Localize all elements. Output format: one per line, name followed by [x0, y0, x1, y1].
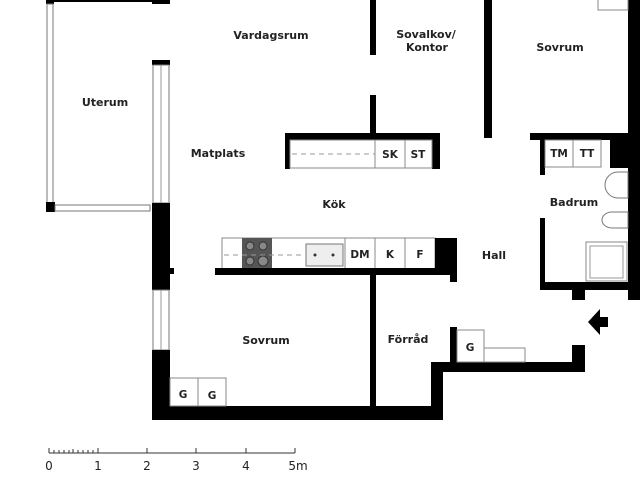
room-label-hall: Hall — [482, 249, 506, 262]
wall — [540, 282, 640, 290]
wardrobe-g — [169, 377, 199, 407]
burner — [257, 255, 269, 267]
shower-icon — [585, 241, 628, 282]
wall — [152, 350, 170, 420]
wall — [285, 133, 290, 169]
wall — [152, 203, 170, 290]
scale-major-ticks — [48, 448, 296, 453]
label-tm: TM — [550, 148, 568, 160]
scale-bar: 0 1 2 3 4 5m — [45, 448, 308, 473]
wardrobe — [597, 0, 629, 11]
drain — [313, 253, 317, 257]
wall — [46, 0, 54, 4]
sink-icon — [604, 171, 629, 199]
wall — [628, 0, 640, 300]
label-k: K — [386, 249, 395, 261]
appliance-tt — [572, 139, 602, 168]
entrance-arrow-icon — [588, 309, 608, 335]
label-g: G — [179, 389, 188, 401]
cabinet-st — [404, 139, 433, 169]
appliance-f — [404, 237, 436, 270]
label-g: G — [208, 390, 217, 402]
window — [46, 3, 54, 205]
burner — [245, 256, 255, 266]
wall — [530, 133, 640, 140]
wall — [540, 140, 545, 175]
burner — [258, 241, 268, 251]
label-st: ST — [411, 149, 427, 161]
wall — [450, 327, 457, 363]
label-f: F — [416, 249, 423, 261]
label-tt: TT — [580, 148, 595, 160]
label-dm: DM — [350, 249, 369, 261]
wall — [370, 0, 376, 55]
scale-label: 5m — [288, 459, 307, 473]
wall — [432, 133, 440, 169]
wall — [484, 0, 492, 138]
room-label-sovrum: Sovrum — [242, 334, 289, 347]
toilet-icon — [601, 211, 629, 229]
room-label-badrum: Badrum — [550, 196, 598, 209]
wardrobe-g — [456, 329, 485, 363]
wall — [370, 275, 376, 410]
sink-icon — [305, 243, 344, 267]
wall — [572, 288, 585, 300]
wall — [215, 268, 455, 275]
appliance-dm — [344, 237, 376, 270]
scale-label: 1 — [94, 459, 102, 473]
wall — [152, 0, 170, 4]
room-label-kontor: Kontor — [406, 41, 449, 54]
scale-label: 0 — [45, 459, 53, 473]
wall — [431, 362, 443, 420]
room-label-uterum: Uterum — [82, 96, 128, 109]
room-label-matplats: Matplats — [191, 147, 246, 160]
scale-label: 4 — [242, 459, 250, 473]
wall — [431, 362, 585, 372]
wall — [54, 0, 154, 2]
label-sk: SK — [382, 149, 399, 161]
room-label-sovrum: Sovrum — [536, 41, 583, 54]
room-label-kok: Kök — [322, 198, 346, 211]
burner — [245, 241, 255, 251]
wall — [450, 268, 457, 282]
room-label-sovalkov: Sovalkov/ — [396, 28, 457, 41]
wardrobe-g — [197, 377, 227, 407]
wall — [152, 60, 170, 65]
wall — [572, 345, 585, 372]
wall — [540, 218, 545, 290]
room-label-forrad: Förråd — [388, 333, 429, 346]
scale-minor-ticks — [53, 449, 94, 453]
shelf — [483, 347, 526, 363]
scale-label: 2 — [143, 459, 151, 473]
wall — [285, 133, 440, 140]
wall — [370, 95, 376, 140]
wall — [610, 140, 628, 168]
wall — [435, 238, 457, 268]
stove-icon — [242, 238, 272, 269]
room-label-vardagsrum: Vardagsrum — [233, 29, 308, 42]
drain — [331, 253, 335, 257]
wall — [152, 406, 443, 420]
shower-tray — [589, 245, 624, 279]
wall — [46, 202, 55, 212]
wall — [170, 268, 174, 274]
window — [54, 204, 151, 212]
scale-label: 3 — [192, 459, 200, 473]
label-g: G — [466, 342, 475, 354]
